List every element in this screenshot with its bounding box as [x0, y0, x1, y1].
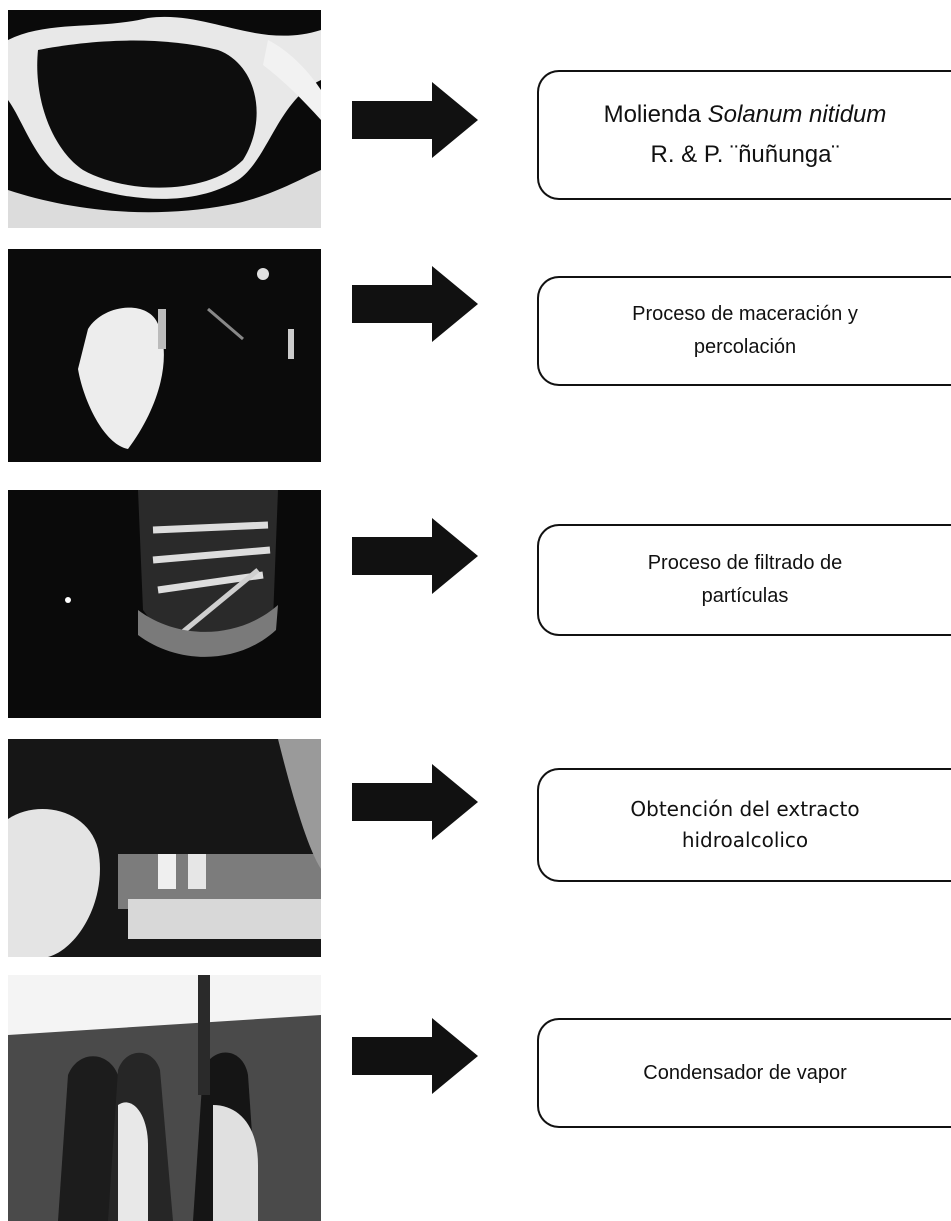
condenser-photo	[8, 975, 321, 1221]
right-arrow-icon	[352, 1018, 478, 1094]
step-line-1: Proceso de filtrado de	[647, 552, 843, 574]
maceration-photo	[8, 249, 321, 462]
step-line-1: Molienda Solanum nitidum	[603, 101, 887, 129]
step-line-1: Condensador de vapor	[643, 1061, 847, 1084]
right-arrow-icon	[352, 266, 478, 342]
species-name: Solanum nitidum	[707, 101, 887, 129]
step-box-grinding: Molienda Solanum nitidum R. & P. ¨ñuñung…	[537, 70, 951, 200]
step-line-2: hidroalcolico	[681, 828, 809, 852]
right-arrow-icon	[352, 518, 478, 594]
step-line-2: partículas	[701, 585, 789, 607]
extract-photo	[8, 739, 321, 957]
step-box-extract: Obtención del extracto hidroalcolico	[537, 768, 951, 882]
step-line-1: Obtención del extracto	[630, 797, 860, 821]
step-line-2: R. & P. ¨ñuñunga¨	[650, 141, 840, 168]
step-box-filtration: Proceso de filtrado de partículas	[537, 524, 951, 636]
grinding-photo	[8, 10, 321, 228]
step-line-2: percolación	[693, 336, 797, 358]
step-line-1: Proceso de maceración y	[632, 303, 858, 325]
step-box-condenser: Condensador de vapor	[537, 1018, 951, 1128]
right-arrow-icon	[352, 764, 478, 840]
filtration-photo	[8, 490, 321, 718]
step-box-maceration: Proceso de maceración y percolación	[537, 276, 951, 386]
right-arrow-icon	[352, 82, 478, 158]
